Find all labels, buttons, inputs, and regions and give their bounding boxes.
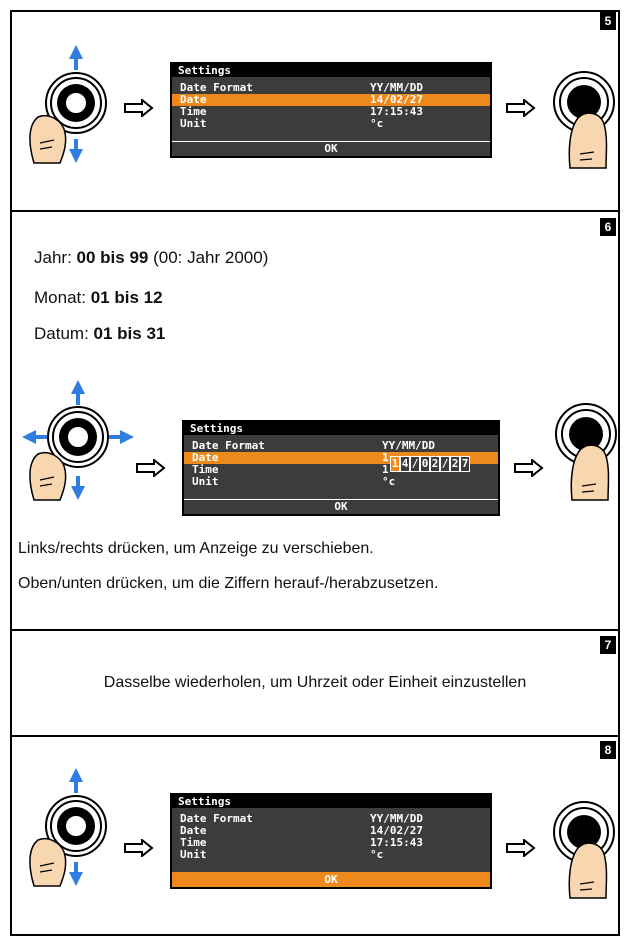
edit-digit[interactable]: 2 (450, 456, 460, 472)
edit-digit[interactable]: 1 (390, 456, 400, 472)
right-arrow-icon (124, 99, 154, 117)
year-range-line: Jahr: 00 bis 99 (00: Jahr 2000) (34, 248, 269, 267)
day-range-line: Datum: 01 bis 31 (34, 324, 166, 343)
section-divider (10, 210, 620, 212)
month-range-line: Monat: 01 bis 12 (34, 288, 163, 307)
step7-text: Dasselbe wiederholen, um Uhrzeit oder Ei… (103, 674, 527, 691)
press-thumb-icon (553, 801, 615, 899)
edit-digit: / (410, 456, 420, 472)
joystick-icon (22, 380, 134, 501)
press-thumb-icon (555, 403, 617, 501)
joystick-icon (29, 768, 107, 887)
right-arrow-icon (514, 459, 544, 477)
lcd-ok-button[interactable]: OK (172, 141, 490, 156)
instruction-left-right: Links/rechts drücken, um Anzeige zu vers… (18, 540, 374, 557)
lcd-row-unit: Unit°c (180, 848, 384, 861)
right-arrow-icon (136, 459, 166, 477)
press-thumb-icon (553, 71, 615, 169)
page-frame (10, 10, 620, 936)
right-arrow-icon (506, 839, 536, 857)
right-arrow-icon (124, 839, 154, 857)
edit-digit[interactable]: 4 (400, 456, 410, 472)
lcd-row-unit: Unit°c (180, 117, 384, 130)
step-number-6: 6 (600, 218, 616, 236)
section-divider (10, 629, 620, 631)
thumb-icon (29, 115, 67, 164)
lcd-ok-button[interactable]: OK (184, 499, 498, 514)
date-edit-field[interactable]: 1 4 / 0 2 / 2 7 (390, 456, 470, 472)
right-arrow-icon (506, 99, 536, 117)
instruction-up-down: Oben/unten drücken, um die Ziffern herau… (18, 575, 439, 592)
edit-digit[interactable]: 7 (460, 456, 470, 472)
lcd-row-unit: Unit°c (192, 475, 396, 488)
section-divider (10, 735, 620, 737)
lcd-ok-button[interactable]: OK (172, 872, 490, 887)
edit-digit: / (440, 456, 450, 472)
step-number-7: 7 (600, 636, 616, 654)
edit-digit[interactable]: 2 (430, 456, 440, 472)
lcd-title: Settings (184, 422, 498, 435)
step-number-5: 5 (600, 12, 616, 30)
edit-digit[interactable]: 0 (420, 456, 430, 472)
joystick-icon (29, 45, 107, 164)
lcd-title: Settings (172, 64, 490, 77)
lcd-title: Settings (172, 795, 490, 808)
step-number-8: 8 (600, 741, 616, 759)
